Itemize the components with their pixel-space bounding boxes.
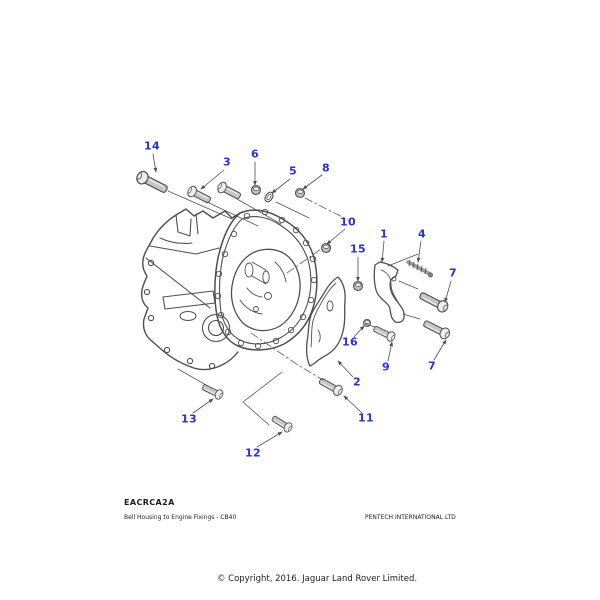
bolt-12: [269, 413, 295, 435]
leader-line-16: [353, 325, 365, 338]
callout-7: 7: [427, 359, 437, 373]
callout-11: 11: [357, 411, 375, 425]
nut-15: [352, 280, 364, 292]
leader-line-13: [192, 398, 214, 414]
bolt-14: [133, 168, 171, 197]
leader-line-3: [200, 169, 225, 190]
bell-housing-flange: [214, 208, 318, 351]
leader-line-5: [271, 178, 291, 194]
drawing-part-code: EACRCA2A: [124, 498, 175, 507]
callout-14: 14: [143, 139, 161, 153]
shield-plate-part-2: [305, 276, 346, 367]
callout-4: 4: [417, 227, 427, 241]
callout-7: 7: [448, 266, 458, 280]
nut-6: [250, 184, 262, 196]
callout-2: 2: [352, 375, 362, 389]
drawing-title: Bell Housing to Engine Fixings - CB40: [124, 514, 237, 521]
leader-line-1: [380, 240, 385, 263]
callout-16: 16: [341, 335, 359, 349]
bolt-7-lower: [421, 317, 453, 342]
callout-9: 9: [381, 360, 391, 374]
callout-10: 10: [339, 215, 357, 229]
leader-line-9: [387, 341, 394, 362]
leader-line-2: [337, 360, 354, 378]
callout-15: 15: [349, 242, 367, 256]
bolt-13: [200, 381, 226, 402]
leader-line-14: [152, 153, 158, 173]
bolt-3b: [215, 180, 244, 203]
leader-line-8: [302, 174, 323, 190]
publisher-name: PENTECH INTERNATIONAL LTD: [365, 514, 456, 521]
callout-8: 8: [321, 161, 331, 175]
nut-8: [294, 187, 306, 199]
assembly-centerlines: [167, 190, 421, 426]
leader-line-7: [433, 339, 447, 361]
leader-line-10: [326, 228, 346, 245]
stud-part-4: [406, 259, 433, 278]
callout-1: 1: [379, 227, 389, 241]
bracket-part-1: [373, 253, 419, 324]
leader-line-4: [416, 240, 422, 263]
leader-line-7: [444, 280, 452, 303]
callout-5: 5: [288, 164, 298, 178]
leader-line-11: [343, 395, 363, 414]
bolt-9: [371, 323, 398, 344]
callout-3: 3: [222, 155, 232, 169]
callout-6: 6: [250, 147, 260, 161]
callout-12: 12: [244, 446, 262, 460]
copyright-notice: © Copyright, 2016. Jaguar Land Rover Lim…: [216, 574, 418, 584]
callout-13: 13: [180, 412, 198, 426]
washer-10: [320, 242, 332, 254]
leader-layer: [152, 153, 452, 448]
leader-line-12: [256, 431, 283, 448]
